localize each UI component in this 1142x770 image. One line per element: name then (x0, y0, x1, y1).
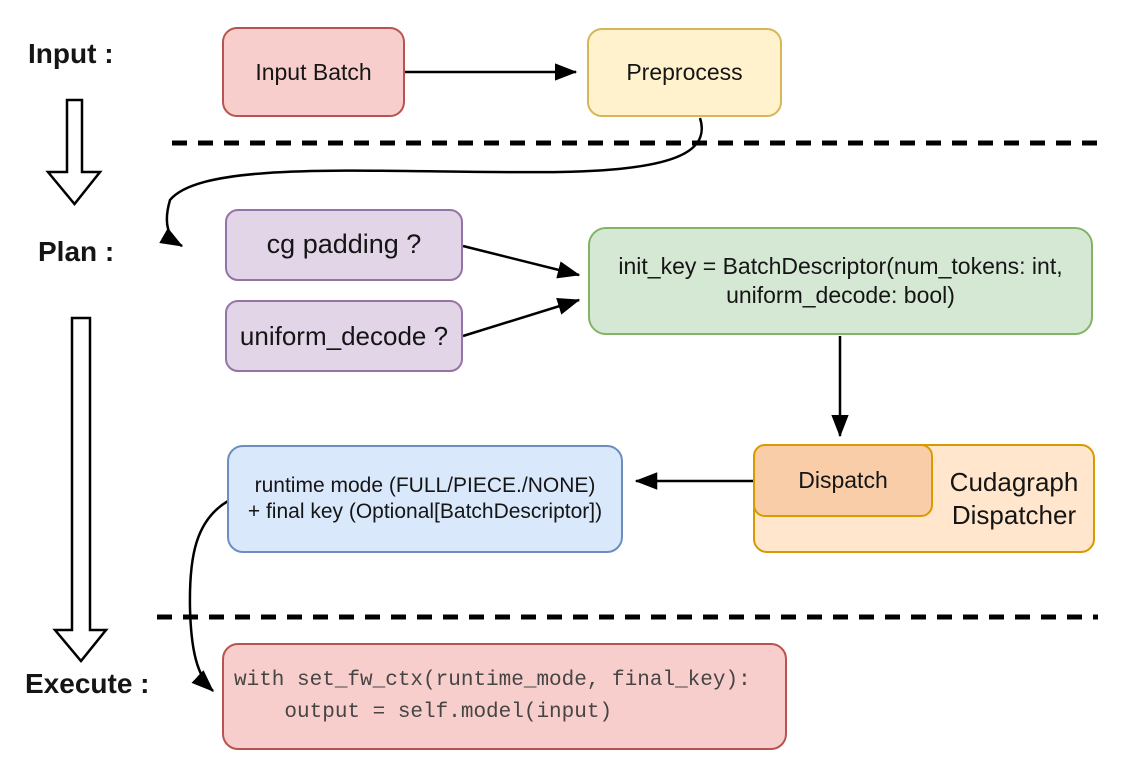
stage-arrow-plan-to-execute-icon (52, 316, 109, 663)
node-dispatch: Dispatch (753, 444, 933, 517)
arrow-cg-padding-to-init-key (462, 244, 581, 279)
node-execute-code: with set_fw_ctx(runtime_mode, final_key)… (222, 643, 787, 750)
execute-code-line1: with set_fw_ctx(runtime_mode, final_key)… (234, 668, 751, 692)
stage-arrow-input-to-plan-icon (45, 98, 103, 206)
node-uniform-decode-label: uniform_decode ? (239, 320, 449, 351)
node-runtime-mode-final-key: runtime mode (FULL/PIECE./NONE) + final … (227, 445, 623, 553)
node-cg-padding: cg padding ? (225, 209, 463, 281)
node-preprocess: Preprocess (587, 28, 782, 117)
runtime-mode-line1: runtime mode (FULL/PIECE./NONE) (254, 473, 596, 497)
node-cudagraph-dispatcher-label: Cudagraph Dispatcher (933, 444, 1095, 553)
cudagraph-dispatcher-line1: Cudagraph (949, 467, 1079, 497)
arrow-uniform-decode-to-init-key (462, 297, 581, 338)
node-init-key-line1: init_key = BatchDescriptor(num_tokens: i… (618, 253, 1063, 280)
runtime-mode-line2: + final key (Optional[BatchDescriptor]) (247, 500, 603, 523)
stage-label-plan: Plan : (38, 236, 115, 267)
cudagraph-dispatcher-line2: Dispatcher (951, 499, 1077, 530)
stage-label-input: Input : (28, 38, 114, 69)
execute-code-line2: output = self.model(input) (234, 700, 613, 724)
node-cg-padding-label: cg padding ? (266, 229, 422, 260)
node-init-key-line2: uniform_decode: bool) (726, 282, 955, 308)
stage-label-execute: Execute : (25, 668, 150, 699)
node-input-batch-label: Input Batch (255, 58, 372, 85)
arrow-preprocess-to-cg-padding (159, 117, 703, 248)
node-init-key: init_key = BatchDescriptor(num_tokens: i… (588, 227, 1093, 335)
node-input-batch: Input Batch (222, 27, 405, 117)
node-preprocess-label: Preprocess (626, 59, 743, 86)
node-dispatch-label: Dispatch (798, 467, 888, 494)
arrow-runtime-mode-to-execute-code (188, 499, 229, 692)
node-uniform-decode: uniform_decode ? (225, 300, 463, 372)
